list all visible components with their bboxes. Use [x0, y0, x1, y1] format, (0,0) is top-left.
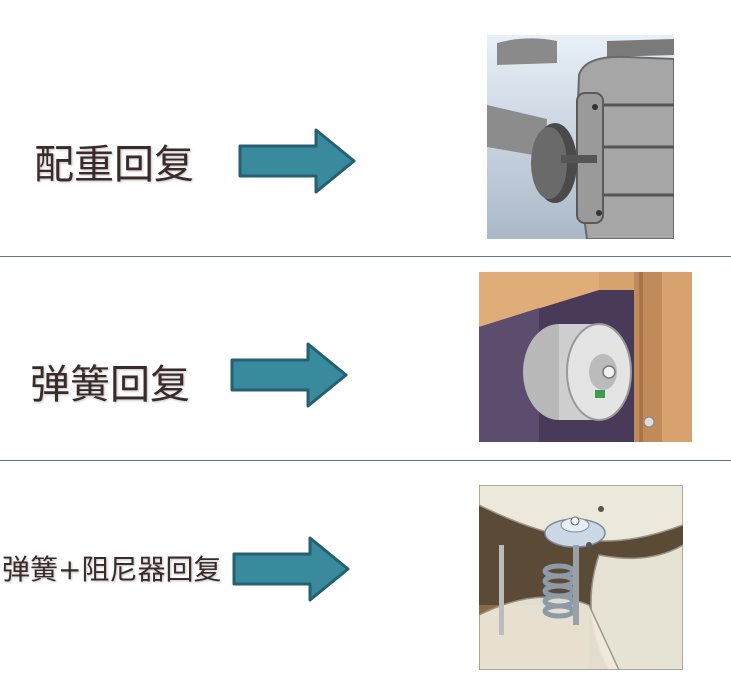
counterweight-mechanism-image — [487, 35, 674, 239]
section-divider — [0, 460, 731, 461]
right-arrow-icon — [230, 342, 348, 408]
right-arrow-icon — [232, 536, 350, 602]
right-arrow-icon — [238, 128, 356, 194]
spring-damper-mechanism-image — [479, 485, 683, 670]
row-2-label: 弹簧回复 — [30, 362, 190, 408]
row-3-label: 弹簧+阻尼器回复 — [2, 553, 222, 586]
section-divider — [0, 256, 731, 257]
row-1-label: 配重回复 — [34, 142, 194, 188]
spring-mechanism-image — [479, 272, 692, 442]
